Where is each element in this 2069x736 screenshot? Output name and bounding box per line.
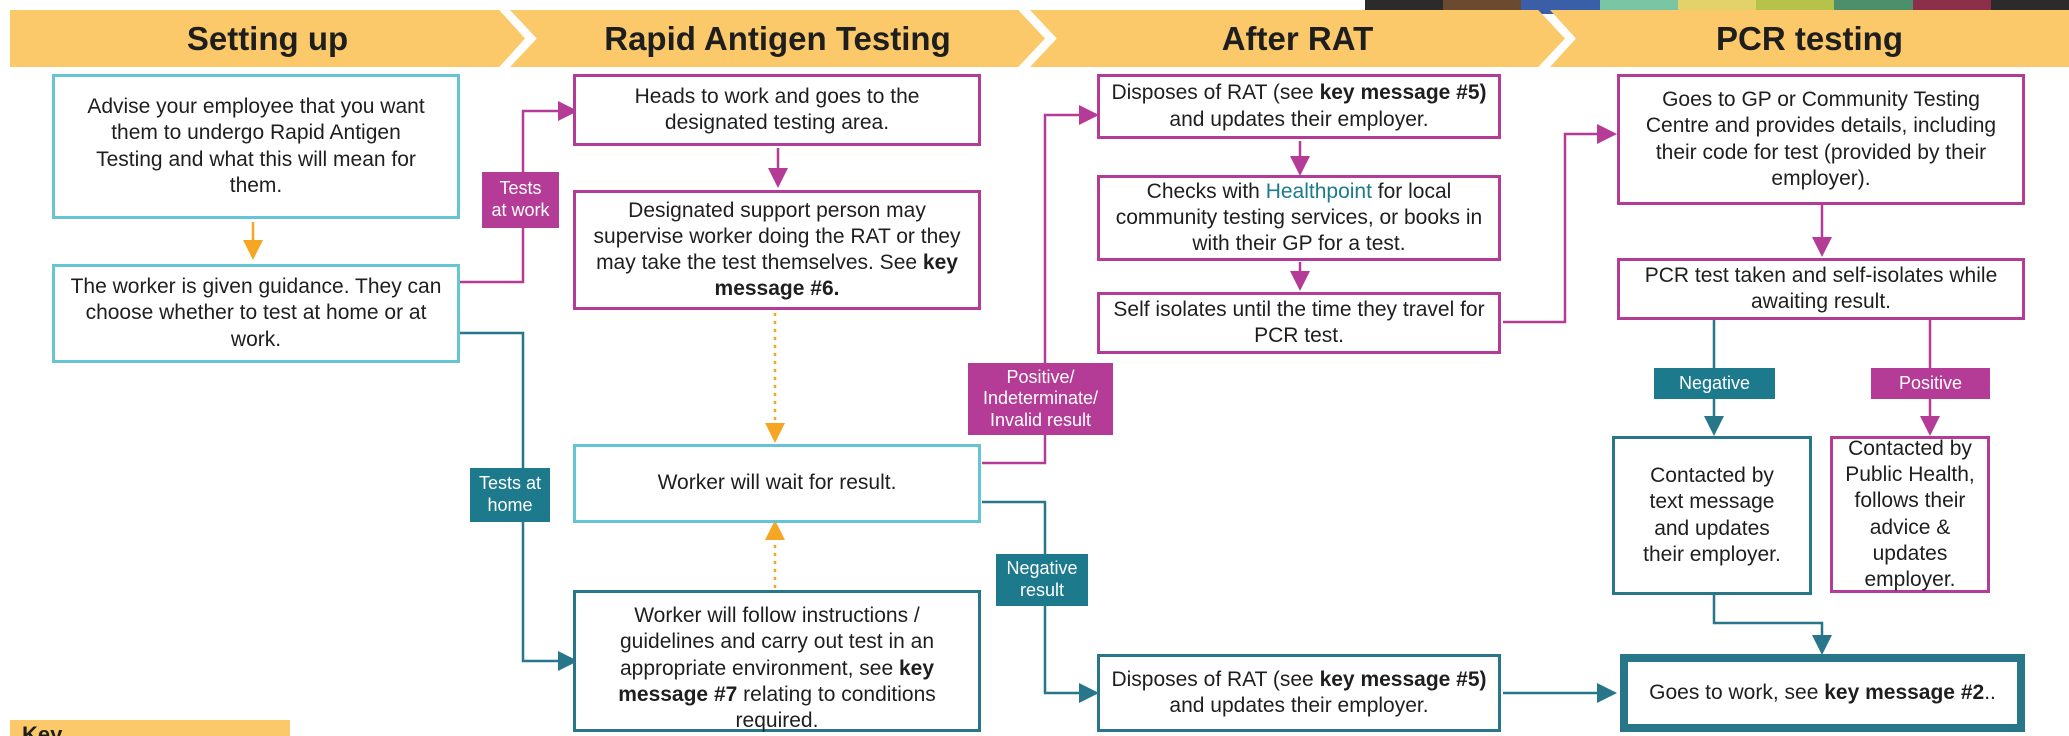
header-rapid-antigen-testing: Rapid Antigen Testing	[510, 10, 1045, 67]
box-heads-to-work: Heads to work and goes to the designated…	[573, 74, 981, 146]
dispose2-text: Disposes of RAT (see	[1111, 667, 1320, 691]
box-contacted-by-public-health: Contacted by Public Health, follows thei…	[1830, 436, 1990, 593]
box-disposes-rat-negative: Disposes of RAT (see key message #5) and…	[1097, 654, 1501, 732]
follow-key-message: key message #7	[618, 656, 935, 706]
header-setting-up: Setting up	[10, 10, 525, 67]
checks-text: Checks with	[1146, 179, 1266, 203]
box-checks-healthpoint: Checks with Healthpoint for local commun…	[1097, 175, 1501, 261]
box-disposes-rat-positive: Disposes of RAT (see key message #5) and…	[1097, 74, 1501, 139]
box-contacted-by-text: Contacted by text message and updates th…	[1612, 436, 1812, 595]
tag-negative-result: Negative result	[996, 554, 1088, 606]
box-advise-employee: Advise your employee that you want them …	[52, 74, 460, 219]
tag-tests-at-work: Tests at work	[482, 172, 559, 228]
box-goes-to-gp: Goes to GP or Community Testing Centre a…	[1617, 74, 2025, 205]
follow-text-end: relating to conditions required.	[735, 682, 936, 732]
header-after-rat: After RAT	[1030, 10, 1565, 67]
tag-negative: Negative	[1654, 368, 1775, 399]
box-follow-instructions: Worker will follow instructions / guidel…	[573, 590, 981, 732]
follow-text: Worker will follow instructions / guidel…	[619, 604, 935, 680]
dispose-text: Disposes of RAT (see	[1111, 81, 1320, 105]
dispose2-text-end: and updates their employer.	[1169, 694, 1429, 717]
dispose2-key-message: key message #5)	[1319, 667, 1487, 691]
tag-positive-result: Positive/ Indeterminate/ Invalid result	[968, 363, 1113, 435]
work-text-end: ..	[1984, 680, 1996, 704]
support-key-message: key message #6.	[714, 251, 958, 301]
box-wait-for-result: Worker will wait for result.	[573, 444, 981, 523]
tag-positive: Positive	[1871, 368, 1990, 399]
header-pcr-testing: PCR testing	[1550, 10, 2069, 67]
checks-text-end: for local community testing services, or…	[1115, 179, 1483, 256]
work-text: Goes to work, see	[1649, 680, 1825, 704]
box-worker-guidance: The worker is given guidance. They can c…	[52, 264, 460, 363]
box-pcr-test-taken: PCR test taken and self-isolates while a…	[1617, 258, 2025, 320]
work-key-message: key message #2	[1824, 680, 1985, 704]
tag-tests-at-home: Tests at home	[470, 468, 550, 522]
box-goes-to-work: Goes to work, see key message #2..	[1620, 654, 2025, 732]
dispose-text-end: and updates their employer.	[1169, 107, 1429, 131]
dispose-key-message: key message #5)	[1319, 81, 1487, 105]
box-self-isolates: Self isolates until the time they travel…	[1097, 292, 1501, 354]
key-section-title: Key	[10, 720, 290, 736]
box-support-person: Designated support person may supervise …	[573, 190, 981, 310]
support-text: Designated support person may supervise …	[593, 198, 961, 275]
healthpoint-link[interactable]: Healthpoint	[1265, 179, 1372, 203]
